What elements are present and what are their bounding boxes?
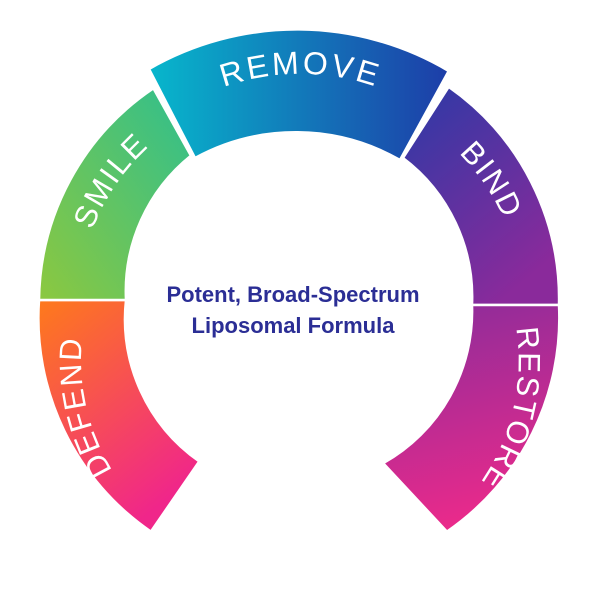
center-title-line1: Potent, Broad-Spectrum: [166, 282, 419, 307]
segment-defend: [37, 298, 201, 534]
center-title-line2: Liposomal Formula: [192, 313, 396, 338]
segment-remove: [147, 28, 451, 162]
segment-bind: [401, 85, 561, 307]
segment-smile: [37, 86, 193, 302]
segment-restore: [381, 303, 561, 534]
